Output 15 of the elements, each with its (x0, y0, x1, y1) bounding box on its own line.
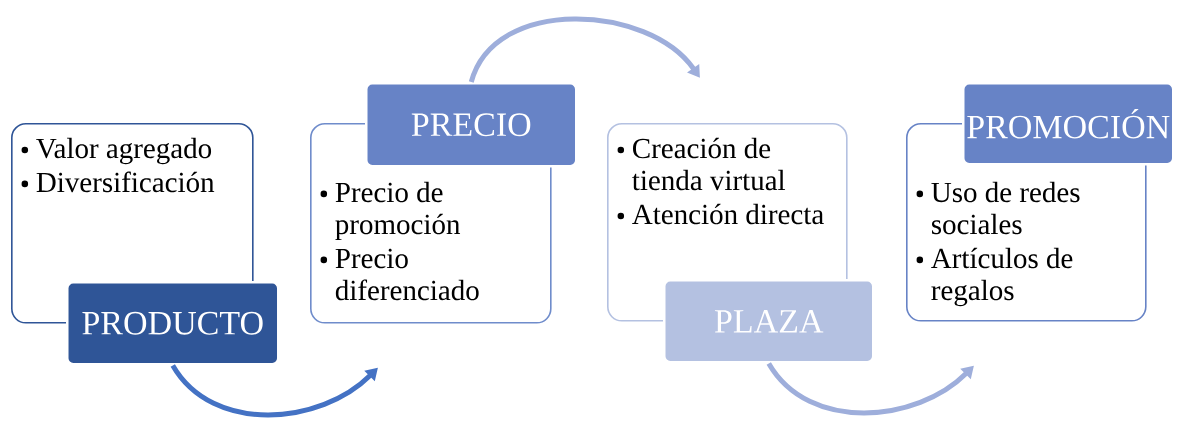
bullet-item: Diversificación (21, 171, 215, 193)
bullet-item: Atención directa (617, 203, 824, 225)
curved-arrow (766, 362, 974, 416)
curved-arrow (468, 16, 700, 83)
bullet-item: Valor agregado (21, 137, 212, 165)
header-box: PROMOCIÓN (962, 82, 1175, 166)
curved-arrow (170, 364, 378, 418)
bullet-item: Uso de redes sociales (916, 181, 1080, 235)
header-box: PRECIO (365, 82, 578, 168)
bullet-item: Creación de tienda virtual (617, 137, 786, 191)
header-box: PLAZA (663, 279, 875, 364)
bullet-item: Artículos de regalos (916, 247, 1073, 307)
bullet-item: Precio de promoción (320, 181, 461, 241)
header-box: PRODUCTO (66, 281, 280, 366)
bullet-item: Precio diferenciado (320, 248, 479, 301)
